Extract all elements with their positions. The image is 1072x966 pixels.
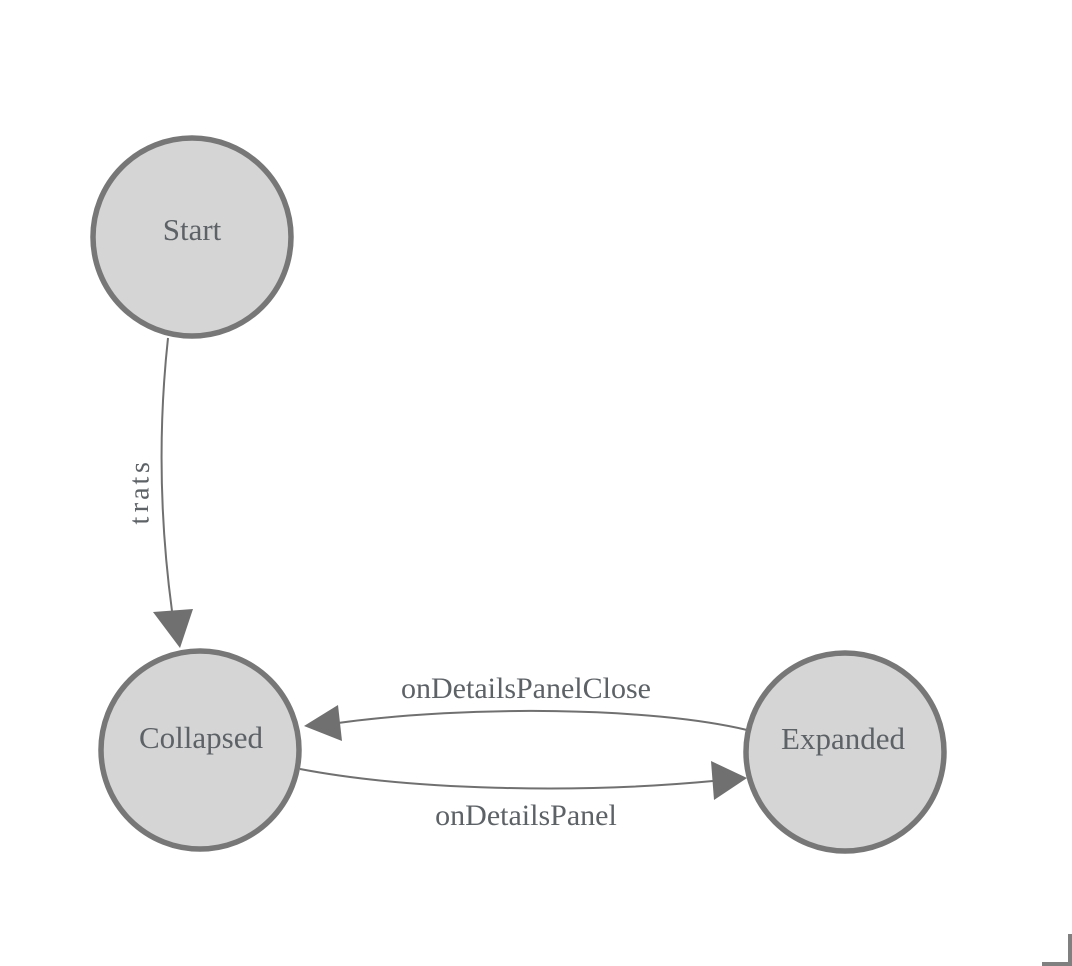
vertical-letter: a (124, 487, 156, 501)
edge-label-on-details-panel-close[interactable]: onDetailsPanelClose (401, 672, 651, 705)
edge-start-path (160, 337, 173, 612)
vertical-letter: t (124, 476, 156, 485)
state-circle-collapsed[interactable] (98, 648, 302, 852)
state-label-collapsed: Collapsed (139, 720, 263, 755)
edge-on-details-panel-path (299, 768, 714, 790)
arrowhead-on-details-panel-icon (711, 761, 747, 800)
vertical-letter: s (124, 462, 156, 474)
state-node-expanded[interactable]: Expanded (743, 650, 947, 854)
state-circle-start[interactable] (90, 135, 294, 339)
edge-on-details-panel (299, 761, 747, 800)
state-circle-expanded[interactable] (743, 650, 947, 854)
state-label-start: Start (163, 212, 222, 247)
resize-corner-horizontal-bar (1042, 962, 1072, 966)
resize-corner-icon (1042, 934, 1072, 966)
state-node-collapsed[interactable]: Collapsed (98, 648, 302, 852)
arrowhead-start-icon (153, 609, 193, 648)
state-node-start[interactable]: Start (90, 135, 294, 339)
resize-corner-vertical-bar (1068, 934, 1072, 966)
edge-label-on-details-panel[interactable]: onDetailsPanel (435, 799, 617, 832)
edge-on-details-panel-close-path (337, 709, 748, 731)
state-label-expanded: Expanded (781, 721, 905, 756)
arrowhead-on-details-panel-close-icon (304, 705, 342, 741)
vertical-letter: r (124, 502, 156, 512)
edge-on-details-panel-close (304, 705, 748, 741)
vertical-letter: t (124, 516, 156, 525)
edge-start-transition (153, 337, 193, 648)
